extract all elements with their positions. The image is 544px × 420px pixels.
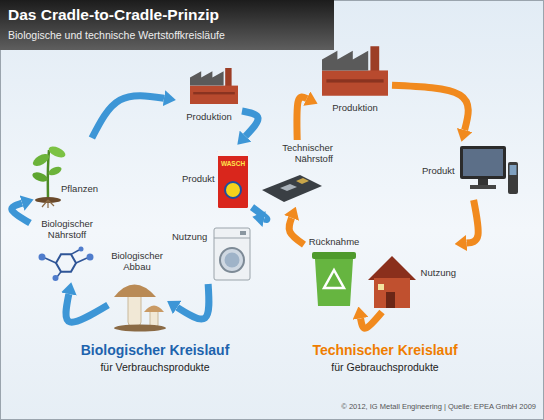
molecule-ring [56,254,76,271]
chip [280,184,297,191]
stage-node: Rücknahme [304,236,364,308]
machine-panel [214,238,250,239]
free-label: Technischer Kreislauf [285,342,485,358]
stage-label: Technischer Nährstoff [282,143,333,165]
house-roof [368,256,416,280]
stage-node: Produkt [420,142,520,200]
stage-node: Technischer Nährstoff [258,140,335,206]
stage-label: Nutzung [421,268,456,279]
plant-roots [42,200,54,208]
factory-icon [190,68,238,104]
plant-leaf [31,171,49,184]
molecule-atom [39,254,46,261]
house-window [378,284,384,290]
cycle-arrow [467,200,479,243]
source-caption: © 2012, IG Metall Engineering | Quelle: … [250,403,536,412]
cycle-arrow [12,203,30,223]
stage-node: Nutzung [368,250,458,312]
house-wall [374,278,410,308]
label-slot: für Gebrauchsprodukte [285,361,485,373]
house-door [386,292,395,308]
plant-leaf [47,144,67,160]
stage-label: Nutzung [172,232,207,243]
label-slot: Technischer Kreislauf [285,342,485,358]
free-label: Biologische und technische Wertstoffkrei… [8,29,330,41]
washing-machine [214,228,250,280]
cycle-arrow [252,207,267,219]
circuit-board [262,175,322,202]
bin-lid [312,252,356,259]
cycle-arrow [297,97,307,140]
tv-foot [470,185,496,189]
label-slot: WASCH [218,160,248,167]
free-label: für Gebrauchsprodukte [285,361,485,373]
plant-leaf [31,152,51,169]
molecule-bond [71,250,79,254]
cycle-arrow [92,96,164,138]
label-slot: © 2012, IG Metall Engineering | Quelle: … [250,403,536,412]
diagram-title: Das Cradle-to-Cradle-Prinzip [8,6,330,24]
stage-label: Produktion [332,103,377,114]
tv-screen [463,149,503,176]
free-label: für Verbrauchsprodukte [50,361,260,373]
molecule-bond [45,258,56,263]
stage-node: Produktion [318,44,392,116]
stage-label: Produkt [182,174,215,185]
detergent-lid [218,150,248,156]
stage-node: Nutzung [168,222,254,284]
phone [508,162,518,194]
stage-label: Pflanzen [61,184,98,195]
machine-door [220,248,244,272]
phone-screen [510,165,517,175]
stage-node: Biologischer Nährstoff [30,218,104,282]
tv-neck [478,179,488,185]
molecule-bond [76,258,87,263]
ground [114,325,166,332]
stage-node: Produkt [180,146,252,212]
detergent-logo [225,182,241,198]
cycle-arrow [392,85,468,130]
stage-label: Produktion [186,112,231,123]
cycle-arrow [177,284,209,319]
molecule-atom [87,254,94,261]
stage-node: Biologischer Abbau [108,250,166,334]
molecule-atom [53,275,59,281]
molecule-atom [79,247,84,252]
stage-node: Pflanzen [32,138,100,208]
stage-label: Biologischer Nährstoff [41,219,93,241]
chip [296,178,309,184]
label-slot: Biologische und technische Wertstoffkrei… [8,29,330,41]
stage-label: Produkt [422,166,455,177]
machine-knob [240,231,246,235]
plant-leaf [47,165,63,177]
machine-glass [225,253,240,268]
tv-frame [460,146,506,179]
bin-body [315,259,353,306]
mushroom-cap [144,306,164,313]
factory-icon [322,46,388,96]
mushroom-stem [128,292,141,326]
label-slot: Biologischer Kreislauf [50,342,260,358]
free-label: Biologischer Kreislauf [50,342,260,358]
free-label: WASCH [218,160,248,167]
detergent-box [218,150,248,208]
stage-label: Biologischer Abbau [111,251,163,273]
stage-label: Rücknahme [309,237,360,248]
stage-node: Produktion [176,68,242,125]
cycle-arrow [242,111,258,136]
title-bar [0,0,334,50]
mushroom-cap [114,285,156,298]
label-slot: für Verbrauchsprodukte [50,361,260,373]
cycle-arrow [289,218,304,245]
cycle-arrow [66,294,108,322]
recycle-symbol [324,270,344,288]
cycle-arrow [361,312,382,328]
label-slot: Das Cradle-to-Cradle-Prinzip [8,6,330,24]
